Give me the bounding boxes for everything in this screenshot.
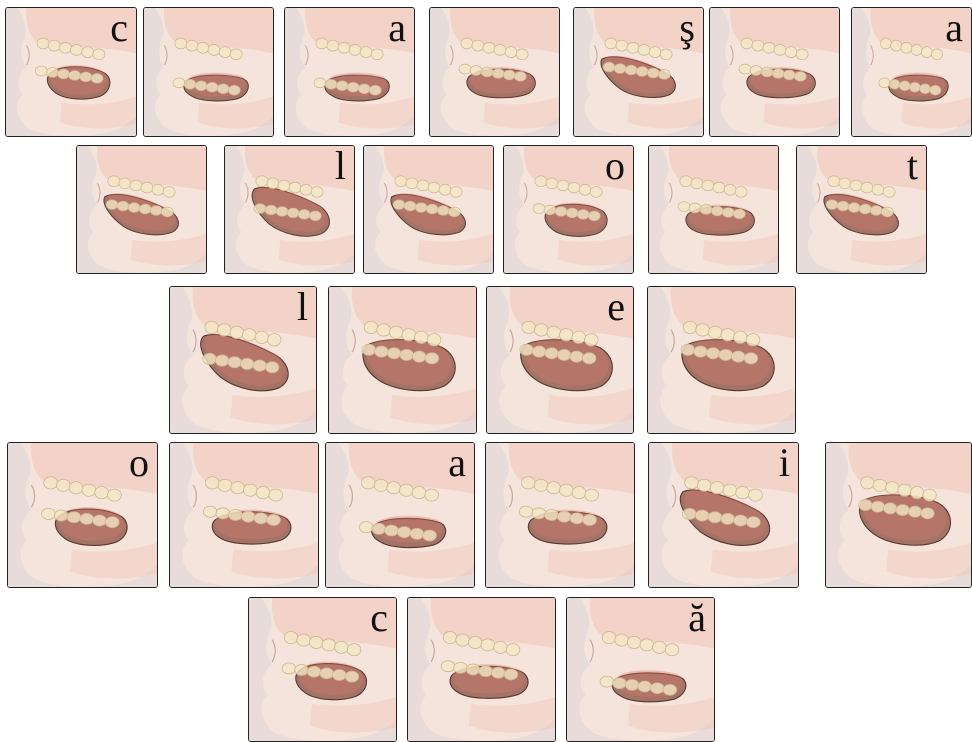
vocal-tract-illustration <box>649 443 798 587</box>
frame-letter: o <box>129 442 149 485</box>
frame-r1-5: ş <box>573 7 704 137</box>
frame-r5-1: c <box>248 597 397 742</box>
frame-r3-1: l <box>169 286 317 434</box>
frame-r1-3: a <box>284 7 415 137</box>
frame-r1-7: a <box>851 7 972 137</box>
frame-letter: t <box>907 145 918 188</box>
frame-letter: e <box>607 286 625 329</box>
vocal-tract-illustration <box>710 8 839 136</box>
frame-r1-2 <box>143 7 274 137</box>
frame-r4-4 <box>485 442 635 588</box>
vocal-tract-illustration <box>144 8 273 136</box>
frame-r1-4 <box>429 7 560 137</box>
vocal-tract-illustration <box>430 8 559 136</box>
frame-r5-3: ă <box>566 597 715 742</box>
frame-r2-6: t <box>796 145 927 274</box>
frame-r1-1: c <box>5 7 137 137</box>
vocal-tract-illustration <box>649 146 778 273</box>
vocal-tract-illustration <box>486 443 634 587</box>
frame-r2-1 <box>76 145 207 274</box>
frame-letter: ş <box>679 7 695 50</box>
frame-r4-3: a <box>325 442 475 588</box>
frame-letter: o <box>605 145 625 188</box>
frame-r4-5: i <box>648 442 799 588</box>
frame-r2-2: l <box>224 145 355 274</box>
vocal-tract-illustration <box>77 146 206 273</box>
frame-letter: l <box>297 286 308 329</box>
frame-r1-6 <box>709 7 840 137</box>
frame-letter: a <box>945 7 963 50</box>
frame-letter: l <box>335 145 346 188</box>
frame-letter: c <box>370 597 388 640</box>
frame-letter: i <box>779 442 790 485</box>
vocal-tract-illustration <box>329 287 476 433</box>
frame-letter: a <box>388 7 406 50</box>
frame-r2-4: o <box>503 145 634 274</box>
frame-r5-2 <box>407 597 556 742</box>
frame-letter: a <box>448 442 466 485</box>
frame-r3-3: e <box>486 286 634 434</box>
frame-r3-4 <box>647 286 796 434</box>
frame-r3-2 <box>328 286 477 434</box>
vocal-tract-illustration <box>826 443 971 587</box>
frame-r2-5 <box>648 145 779 274</box>
vocal-tract-illustration <box>408 598 555 741</box>
frame-r4-2 <box>169 442 319 588</box>
frame-r4-6 <box>825 442 972 588</box>
vocal-tract-illustration <box>648 287 795 433</box>
vocal-tract-illustration <box>170 443 318 587</box>
frame-r2-3 <box>363 145 494 274</box>
frame-letter: c <box>110 7 128 50</box>
frame-letter: ă <box>688 597 706 640</box>
vocal-tract-illustration <box>364 146 493 273</box>
frame-r4-1: o <box>7 442 158 588</box>
vocal-tract-illustration <box>170 287 316 433</box>
